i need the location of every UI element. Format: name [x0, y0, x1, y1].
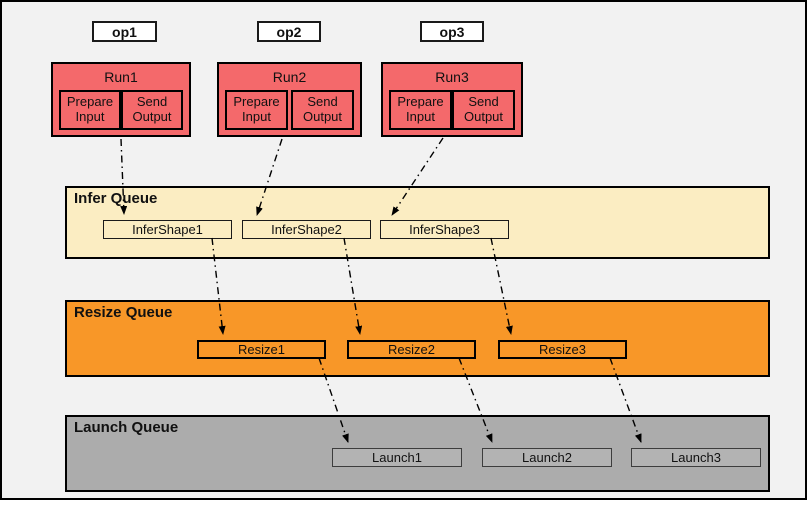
run2-prepare-input-box: Prepare Input [225, 90, 288, 130]
resize3-box: Resize3 [498, 340, 627, 359]
run1-subblocks: Prepare Input Send Output [53, 90, 189, 130]
run3-prepare-input-box: Prepare Input [389, 90, 452, 130]
launch2-box: Launch2 [482, 448, 612, 467]
run3-box: Run3 Prepare Input Send Output [381, 62, 523, 137]
op1-box: op1 [92, 21, 157, 42]
infer-queue: Infer Queue InferShape1 InferShape2 Infe… [65, 186, 770, 259]
run1-prepare-input-box: Prepare Input [59, 90, 121, 130]
launch1-box: Launch1 [332, 448, 462, 467]
resize2-box: Resize2 [347, 340, 476, 359]
launch-queue: Launch Queue Launch1 Launch2 Launch3 [65, 415, 770, 492]
resize1-box: Resize1 [197, 340, 326, 359]
infer-queue-label: Infer Queue [74, 190, 158, 207]
run2-send-output-box: Send Output [291, 90, 354, 130]
run2-subblocks: Prepare Input Send Output [219, 90, 360, 130]
infershape2-box: InferShape2 [242, 220, 371, 239]
resize-queue-label: Resize Queue [74, 304, 173, 321]
run3-title: Run3 [435, 69, 469, 85]
run3-subblocks: Prepare Input Send Output [383, 90, 521, 130]
infershape3-box: InferShape3 [380, 220, 509, 239]
op3-box: op3 [420, 21, 484, 42]
run1-send-output-box: Send Output [121, 90, 183, 130]
run2-box: Run2 Prepare Input Send Output [217, 62, 362, 137]
run3-send-output-box: Send Output [452, 90, 515, 130]
op2-box: op2 [257, 21, 321, 42]
run1-title: Run1 [104, 69, 138, 85]
run2-title: Run2 [272, 69, 307, 85]
resize-queue: Resize Queue Resize1 Resize2 Resize3 [65, 300, 770, 377]
infershape1-box: InferShape1 [103, 220, 232, 239]
launch-queue-label: Launch Queue [74, 419, 179, 436]
launch3-box: Launch3 [631, 448, 761, 467]
run1-box: Run1 Prepare Input Send Output [51, 62, 191, 137]
